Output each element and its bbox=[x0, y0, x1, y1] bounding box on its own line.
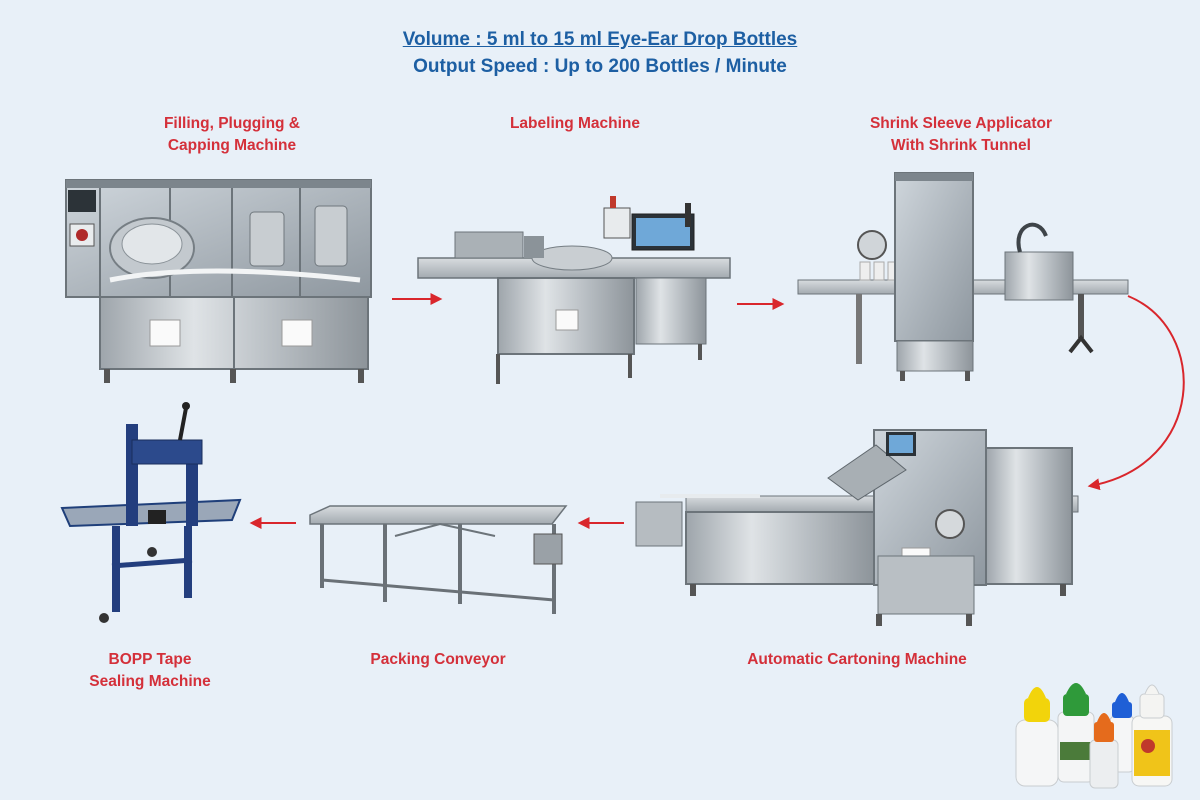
label-packing-conveyor: Packing Conveyor bbox=[370, 651, 506, 668]
shrink-sleeve-applicator-illustration bbox=[797, 172, 1129, 381]
label-bopp-tape-sealing-machine: BOPP Tape Sealing Machine bbox=[89, 651, 211, 690]
volume-heading: Volume : 5 ml to 15 ml Eye-Ear Drop Bott… bbox=[402, 29, 798, 50]
label-cartoning-machine: Automatic Cartoning Machine bbox=[747, 651, 967, 668]
header: Volume : 5 ml to 15 ml Eye-Ear Drop Bott… bbox=[0, 26, 1200, 80]
packing-conveyor-illustration bbox=[309, 505, 568, 614]
speed-heading: Output Speed : Up to 200 Bottles / Minut… bbox=[413, 56, 787, 77]
cartoning-machine-illustration bbox=[635, 429, 1079, 626]
bopp-tape-sealer-illustration bbox=[60, 402, 242, 623]
label-filling-machine: Filling, Plugging & Capping Machine bbox=[163, 115, 301, 154]
labeling-machine-illustration bbox=[417, 196, 731, 384]
flow-arrows bbox=[249, 293, 1185, 529]
label-labeling-machine: Labeling Machine bbox=[509, 115, 641, 132]
filling-machine-illustration bbox=[65, 179, 372, 383]
label-shrink-sleeve-applicator: Shrink Sleeve Applicator With Shrink Tun… bbox=[869, 115, 1053, 154]
arrow-shrink-to-cartoning bbox=[1087, 295, 1185, 491]
dropper-bottles-illustration bbox=[1015, 683, 1173, 789]
